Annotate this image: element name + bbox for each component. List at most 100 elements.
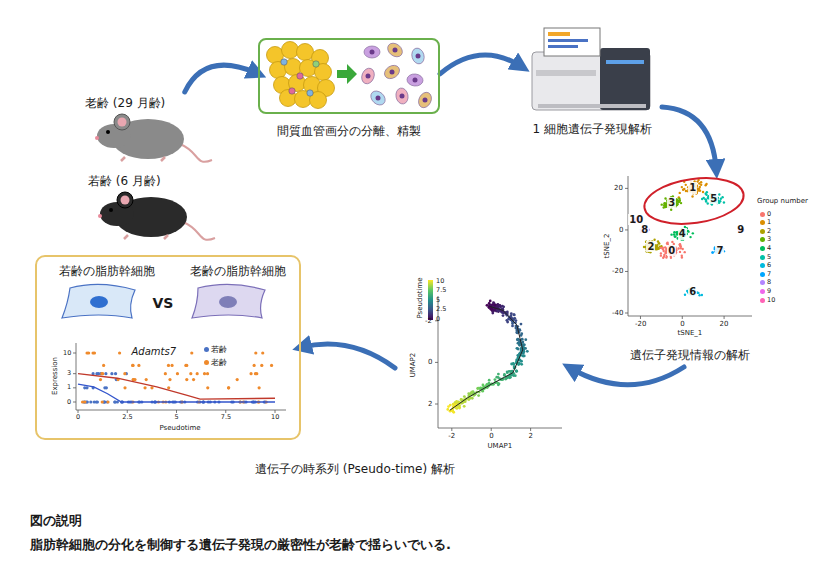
machine-light bbox=[606, 60, 644, 64]
axis-tick bbox=[225, 410, 226, 413]
young-cell bbox=[62, 284, 135, 318]
expression-point bbox=[106, 400, 109, 403]
cell-point bbox=[517, 348, 520, 351]
expression-point bbox=[203, 372, 206, 375]
machine-slot bbox=[536, 70, 596, 76]
cell-point bbox=[679, 245, 681, 247]
cell-point bbox=[506, 371, 509, 374]
plot-label: 7.5 bbox=[221, 414, 231, 421]
cell-point bbox=[679, 192, 681, 194]
expression-point bbox=[270, 364, 273, 367]
plot-label: 3 bbox=[67, 370, 71, 377]
axis-tick bbox=[435, 362, 438, 363]
expression-point bbox=[206, 372, 209, 375]
legend-swatch bbox=[760, 255, 765, 260]
expression-point bbox=[164, 372, 167, 375]
legend-text: 7 bbox=[767, 271, 771, 278]
cell-point bbox=[662, 247, 664, 249]
plot-label: 0 bbox=[619, 226, 623, 234]
isolated-cell bbox=[360, 66, 377, 85]
legend-text: 2 bbox=[767, 228, 771, 235]
expression-point bbox=[103, 386, 106, 389]
cell-point bbox=[701, 198, 703, 200]
cell-point bbox=[679, 251, 681, 253]
cell-nucleus bbox=[90, 296, 108, 308]
expression-point bbox=[167, 364, 170, 367]
callout-number: 3 bbox=[667, 197, 676, 209]
legend-swatch bbox=[760, 289, 765, 294]
isolated-cell bbox=[382, 63, 402, 82]
axis-tick bbox=[625, 229, 628, 230]
cell-nucleus bbox=[219, 296, 237, 308]
plot-label: 5 bbox=[436, 297, 440, 304]
cell-point bbox=[680, 247, 682, 249]
plot-label: 2.5 bbox=[122, 414, 132, 421]
expression-point bbox=[236, 378, 239, 381]
cell-point bbox=[677, 247, 679, 249]
screen-bar bbox=[548, 45, 578, 48]
process-arrow bbox=[337, 64, 357, 84]
cell-point bbox=[515, 370, 518, 373]
cell-point bbox=[685, 190, 687, 192]
cell-point bbox=[523, 343, 526, 346]
axis-tick bbox=[127, 410, 128, 413]
plot-axis bbox=[628, 176, 752, 316]
cell-point bbox=[446, 408, 449, 411]
cell-point bbox=[493, 304, 496, 307]
axis-tick bbox=[73, 387, 76, 388]
axis-tick bbox=[491, 428, 492, 431]
expression-point bbox=[113, 400, 116, 403]
axis-title: Expression bbox=[51, 357, 59, 395]
legend-text: 4 bbox=[767, 245, 771, 252]
cell-point bbox=[523, 355, 526, 358]
cell-point bbox=[661, 203, 663, 205]
plot-label: -20 bbox=[635, 320, 646, 328]
cell-point bbox=[704, 198, 706, 200]
expression-point bbox=[150, 386, 153, 389]
expression-point bbox=[206, 386, 209, 389]
cell-point bbox=[491, 312, 494, 315]
plot-label: 0 bbox=[428, 358, 432, 366]
cell-point bbox=[477, 394, 480, 397]
node-text: 1 細胞遺伝子発現解析 bbox=[533, 122, 652, 136]
expression-point bbox=[113, 400, 116, 403]
plot-label: 0 bbox=[76, 414, 80, 421]
screen-bar bbox=[548, 39, 588, 42]
flow-arrow bbox=[662, 107, 716, 170]
cell-nucleus bbox=[400, 94, 405, 99]
axis-tick bbox=[640, 316, 641, 319]
legend-swatch bbox=[760, 263, 765, 268]
plot-label: 2.5 bbox=[436, 306, 446, 313]
legend-swatch bbox=[760, 220, 765, 225]
plot-label: 5 bbox=[175, 414, 179, 421]
plot-label: 0 bbox=[436, 316, 440, 323]
expression-point bbox=[131, 364, 134, 367]
legend-text: 8 bbox=[767, 279, 771, 286]
cell-nucleus bbox=[416, 54, 421, 59]
figure-caption: 脂肪幹細胞の分化を制御する遺伝子発現の厳密性が老齢で揺らいでいる. bbox=[30, 538, 451, 553]
axis-tick bbox=[73, 402, 76, 403]
cell-point bbox=[678, 200, 680, 202]
legend-text: 老齢 bbox=[211, 358, 227, 367]
callout-number: 2 bbox=[646, 241, 655, 253]
plot-label: 0 bbox=[680, 320, 684, 328]
axis-tick bbox=[73, 353, 76, 354]
expression-point bbox=[170, 364, 173, 367]
cell-point bbox=[498, 304, 501, 307]
screen-bar bbox=[548, 32, 570, 36]
cell-point bbox=[705, 194, 707, 196]
cell-point bbox=[711, 251, 713, 253]
expression-point bbox=[189, 372, 192, 375]
process-box: 間質血管画分の分離、精製 bbox=[258, 36, 440, 144]
callout-number: 1 bbox=[688, 182, 697, 194]
expression-point bbox=[261, 351, 264, 354]
cell-point bbox=[684, 251, 686, 253]
cell-nucleus bbox=[413, 78, 418, 83]
mouse-eye bbox=[106, 130, 110, 134]
flow-arrow bbox=[301, 344, 395, 368]
cell-point bbox=[502, 314, 505, 317]
cell-point bbox=[699, 189, 701, 191]
cell-point bbox=[658, 242, 660, 244]
callout-number: 0 bbox=[667, 245, 676, 257]
callout-number: 4 bbox=[678, 228, 687, 240]
